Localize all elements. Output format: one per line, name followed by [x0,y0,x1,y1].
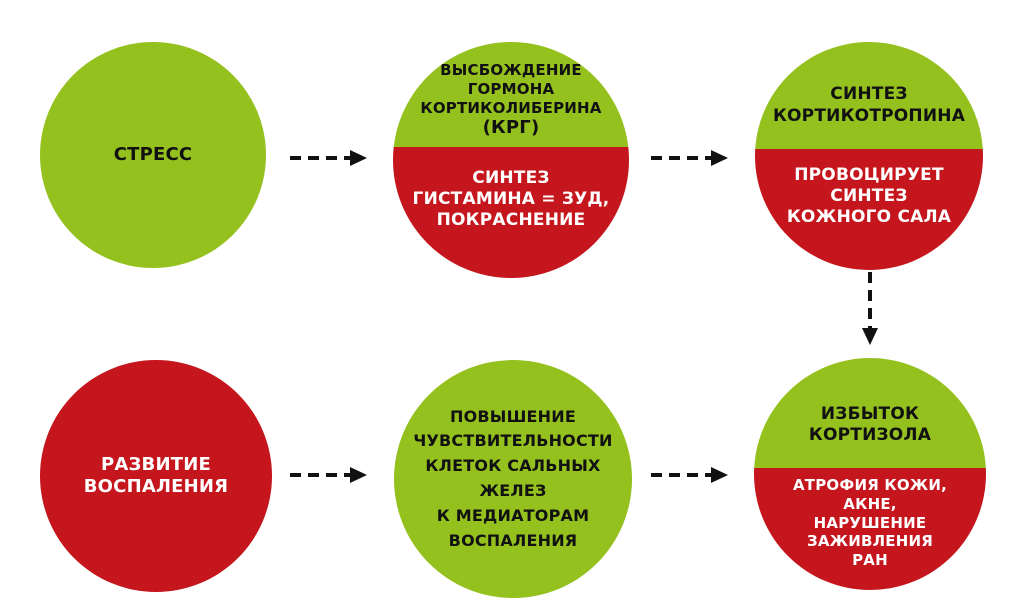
arrow-crh-to-acth [651,150,728,166]
node-sensitivity-line: КЛЕТОК САЛЬНЫХ [425,456,601,476]
node-cortisol-bottom-line: НАРУШЕНИЕ [813,513,927,532]
node-inflammation-label: РАЗВИТИЕ ВОСПАЛЕНИЯ [84,454,228,499]
node-sensitivity-line: ЧУВСТВИТЕЛЬНОСТИ [413,431,613,451]
node-cortisol-bottom-line: ЗАЖИВЛЕНИЯ [807,532,933,551]
node-acth-top: СИНТЕЗ КОРТИКОТРОПИНА [755,42,983,149]
node-stress-line: СТРЕСС [113,143,193,165]
arrow-acth-to-cortisol [862,272,878,345]
node-sensitivity-line: К МЕДИАТОРАМ [436,505,590,525]
node-acth-top-line: СИНТЕЗ [830,84,908,105]
node-sensitivity-line: ЖЕЛЕЗ [479,481,547,500]
node-acth-bottom-label: ПРОВОЦИРУЕТ СИНТЕЗ КОЖНОГО САЛА [787,165,951,229]
node-crh-top: ВЫСБОЖДЕНИЕ ГОРМОНА КОРТИКОЛИБЕРИНА (КРГ… [393,42,629,147]
node-sensitivity-line: ПОВЫШЕНИЕ [450,406,576,426]
node-cortisol-bottom-label: АТРОФИЯ КОЖИ, АКНЕ, НАРУШЕНИЕ ЗАЖИВЛЕНИЯ… [793,476,947,570]
node-crh-bottom: СИНТЕЗ ГИСТАМИНА = ЗУД, ПОКРАСНЕНИЕ [393,147,629,278]
node-crh-top-line: ВЫСБОЖДЕНИЕ [440,61,582,80]
node-crh-top-label: ВЫСБОЖДЕНИЕ ГОРМОНА КОРТИКОЛИБЕРИНА (КРГ… [420,61,601,140]
node-cortisol-bottom-line: АКНЕ, [843,494,897,513]
arrow-sensitivity-to-cortisol [651,467,728,483]
node-stress: СТРЕСС [40,42,266,268]
node-acth-bottom-line: ПРОВОЦИРУЕТ [794,164,944,185]
node-cortisol: ИЗБЫТОК КОРТИЗОЛА АТРОФИЯ КОЖИ, АКНЕ, НА… [754,358,986,590]
node-cortisol-top: ИЗБЫТОК КОРТИЗОЛА [754,358,986,468]
node-acth-bottom: ПРОВОЦИРУЕТ СИНТЕЗ КОЖНОГО САЛА [755,149,983,270]
node-acth-top-label: СИНТЕЗ КОРТИКОТРОПИНА [773,84,965,127]
node-crh-top-line: (КРГ) [482,117,540,139]
node-sensitivity-label: ПОВЫШЕНИЕ ЧУВСТВИТЕЛЬНОСТИ КЛЕТОК САЛЬНЫ… [413,405,612,554]
node-cortisol-top-label: ИЗБЫТОК КОРТИЗОЛА [809,404,931,447]
node-inflammation-line: РАЗВИТИЕ [101,453,211,475]
node-crh-top-line: ГОРМОНА [467,79,555,98]
node-sensitivity-line: ВОСПАЛЕНИЯ [448,530,578,550]
node-crh: ВЫСБОЖДЕНИЕ ГОРМОНА КОРТИКОЛИБЕРИНА (КРГ… [393,42,629,278]
node-cortisol-top-line: ИЗБЫТОК [820,403,920,424]
node-crh-top-line: КОРТИКОЛИБЕРИНА [420,98,602,117]
node-acth-bottom-line: КОЖНОГО САЛА [786,207,952,228]
node-cortisol-bottom: АТРОФИЯ КОЖИ, АКНЕ, НАРУШЕНИЕ ЗАЖИВЛЕНИЯ… [754,468,986,590]
node-acth: СИНТЕЗ КОРТИКОТРОПИНА ПРОВОЦИРУЕТ СИНТЕЗ… [755,42,983,270]
node-cortisol-bottom-line: АТРОФИЯ КОЖИ, [792,476,947,495]
node-crh-bottom-line: ПОКРАСНЕНИЕ [436,210,586,231]
node-acth-bottom-line: СИНТЕЗ [830,185,908,206]
arrow-stress-to-crh [290,150,367,166]
node-stress-label: СТРЕСС [114,144,193,167]
node-crh-bottom-label: СИНТЕЗ ГИСТАМИНА = ЗУД, ПОКРАСНЕНИЕ [413,168,610,232]
node-crh-bottom-line: ГИСТАМИНА = ЗУД, [412,188,610,209]
arrow-inflammation-to-sensitivity [290,467,367,483]
node-crh-bottom-line: СИНТЕЗ [472,167,550,188]
node-cortisol-top-line: КОРТИЗОЛА [808,425,932,445]
node-cortisol-bottom-line: РАН [852,551,888,570]
node-acth-top-line: КОРТИКОТРОПИНА [772,105,966,126]
node-inflammation: РАЗВИТИЕ ВОСПАЛЕНИЯ [40,360,272,592]
node-sensitivity: ПОВЫШЕНИЕ ЧУВСТВИТЕЛЬНОСТИ КЛЕТОК САЛЬНЫ… [394,360,632,598]
node-inflammation-line: ВОСПАЛЕНИЯ [83,476,229,497]
